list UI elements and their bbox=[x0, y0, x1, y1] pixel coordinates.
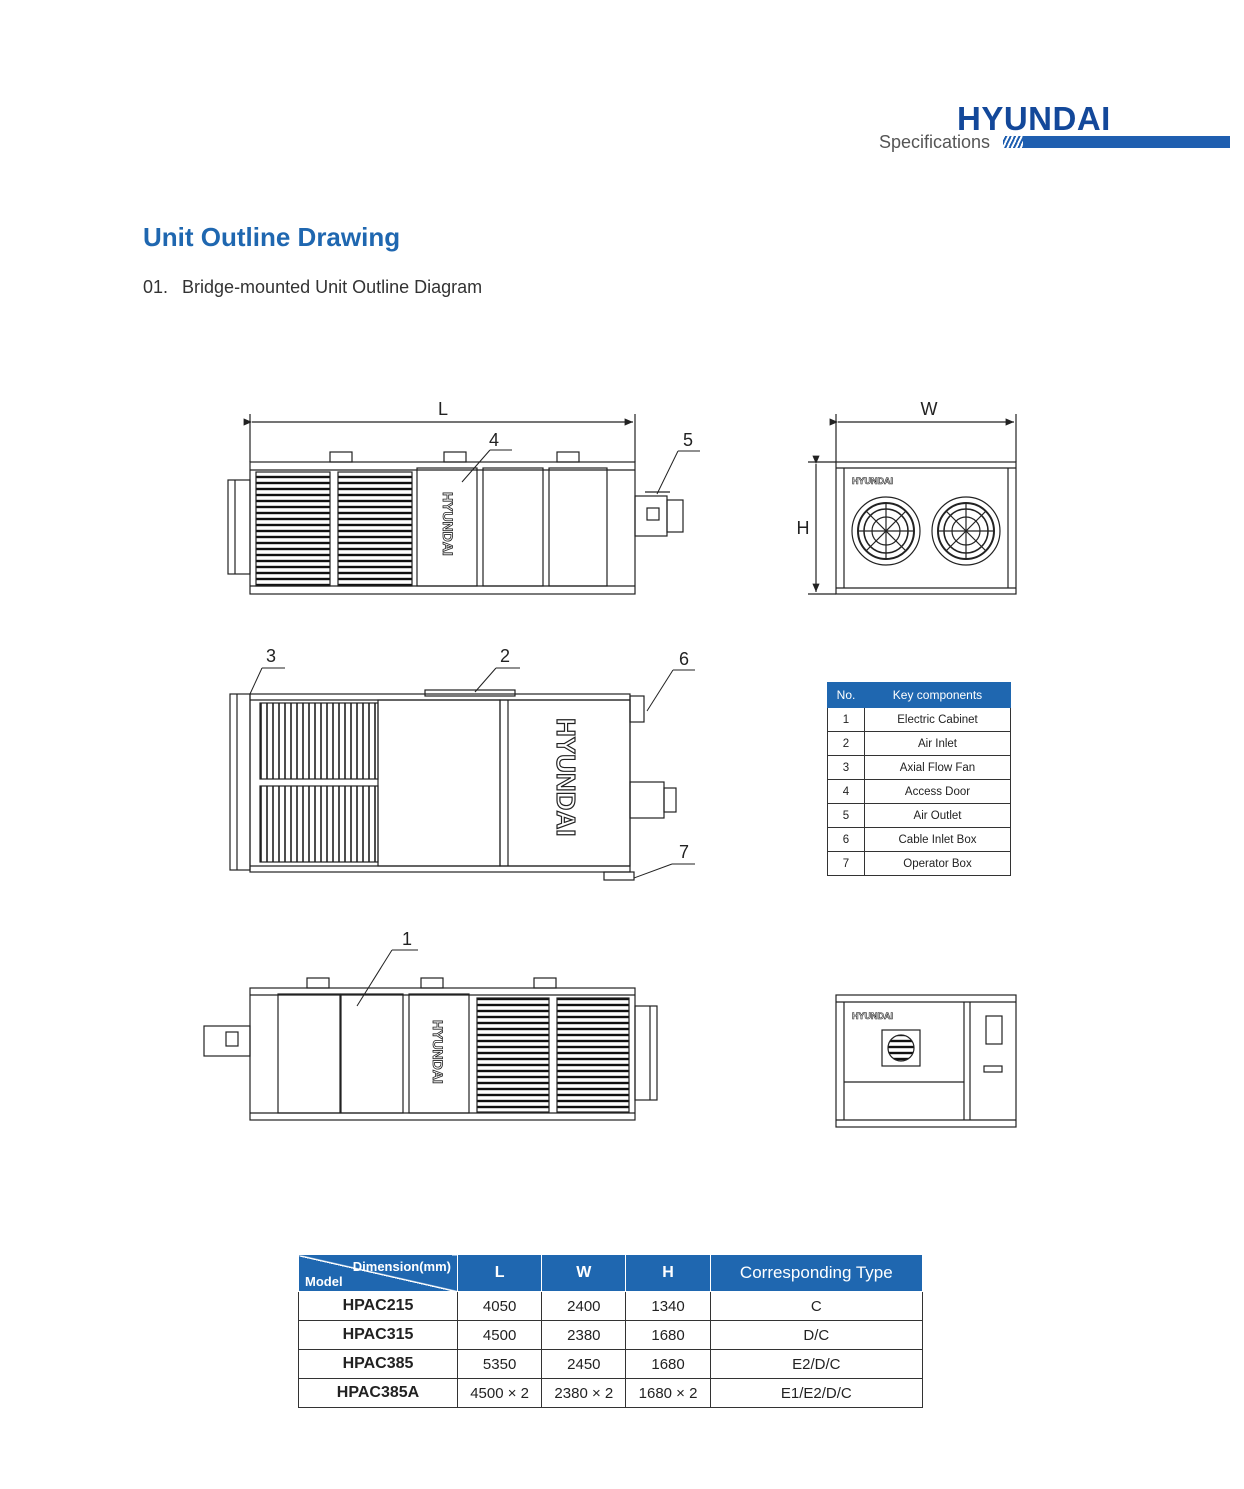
component-name: Air Inlet bbox=[864, 731, 1011, 756]
header-l: L bbox=[456, 1254, 543, 1292]
length-cell: 5350 bbox=[456, 1349, 543, 1379]
callout-7: 7 bbox=[679, 842, 689, 862]
brand-logo: HYUNDAI bbox=[957, 100, 1111, 137]
component-name: Cable Inlet Box bbox=[864, 827, 1011, 852]
type-cell: E2/D/C bbox=[709, 1349, 924, 1379]
components-header-no: No. bbox=[827, 682, 865, 708]
dimension-corner-header: Dimension(mm) Model bbox=[298, 1254, 458, 1292]
header-hatch bbox=[1003, 136, 1023, 148]
component-no: 5 bbox=[827, 803, 865, 828]
top-view: HYUNDAI bbox=[229, 689, 677, 881]
front-view: L HYUNDAI bbox=[227, 399, 684, 595]
height-cell: 1680 bbox=[625, 1320, 711, 1350]
corner-dimension-label: Dimension(mm) bbox=[352, 1259, 451, 1274]
callout-5: 5 bbox=[683, 430, 693, 450]
header-h: H bbox=[625, 1254, 711, 1292]
table-row: HPAC315 4500 2380 1680 D/C bbox=[298, 1320, 924, 1350]
height-label: H bbox=[797, 518, 810, 538]
width-cell: 2380 bbox=[541, 1320, 627, 1350]
height-cell: 1340 bbox=[625, 1291, 711, 1321]
dimension-table: Dimension(mm) Model L W H Corresponding … bbox=[298, 1254, 924, 1408]
width-cell: 2450 bbox=[541, 1349, 627, 1379]
model-cell: HPAC215 bbox=[298, 1291, 458, 1321]
type-cell: E1/E2/D/C bbox=[709, 1378, 924, 1408]
length-cell: 4500 bbox=[456, 1320, 543, 1350]
component-name: Access Door bbox=[864, 779, 1011, 804]
component-no: 7 bbox=[827, 851, 865, 876]
unit-logo-front: HYUNDAI bbox=[440, 492, 456, 556]
page-title: Unit Outline Drawing bbox=[143, 222, 401, 252]
callout-6: 6 bbox=[679, 649, 689, 669]
component-name: Electric Cabinet bbox=[864, 707, 1011, 732]
side-view-rear: HYUNDAI bbox=[835, 994, 1017, 1128]
components-header-row: No. Key components bbox=[827, 682, 1011, 708]
height-cell: 1680 bbox=[625, 1349, 711, 1379]
header-w: W bbox=[541, 1254, 627, 1292]
header-type: Corresponding Type bbox=[709, 1254, 924, 1292]
header-bar bbox=[1003, 136, 1230, 148]
table-row: HPAC385A 4500 × 2 2380 × 2 1680 × 2 E1/E… bbox=[298, 1378, 924, 1408]
model-cell: HPAC315 bbox=[298, 1320, 458, 1350]
unit-logo-back: HYUNDAI bbox=[430, 1020, 446, 1084]
unit-logo-top: HYUNDAI bbox=[551, 718, 581, 836]
component-name: Operator Box bbox=[864, 851, 1011, 876]
component-no: 2 bbox=[827, 731, 865, 756]
model-cell: HPAC385A bbox=[298, 1378, 458, 1408]
unit-logo-side: HYUNDAI bbox=[852, 476, 893, 486]
type-cell: D/C bbox=[709, 1320, 924, 1350]
component-no: 1 bbox=[827, 707, 865, 732]
section-number: 01. bbox=[143, 277, 169, 297]
component-name: Axial Flow Fan bbox=[864, 755, 1011, 780]
unit-logo-rear: HYUNDAI bbox=[852, 1011, 893, 1021]
callout-1: 1 bbox=[402, 929, 412, 949]
table-row: HPAC385 5350 2450 1680 E2/D/C bbox=[298, 1349, 924, 1379]
width-label: W bbox=[921, 399, 938, 419]
width-cell: 2400 bbox=[541, 1291, 627, 1321]
corner-model-label: Model bbox=[305, 1274, 343, 1289]
model-cell: HPAC385 bbox=[298, 1349, 458, 1379]
dimension-header-row: Dimension(mm) Model L W H Corresponding … bbox=[298, 1254, 924, 1292]
section-title: Bridge-mounted Unit Outline Diagram bbox=[182, 277, 483, 297]
type-cell: C bbox=[709, 1291, 924, 1321]
table-row: HPAC215 4050 2400 1340 C bbox=[298, 1291, 924, 1321]
callout-4: 4 bbox=[489, 430, 499, 450]
section-label: Specifications bbox=[879, 132, 991, 152]
callout-2: 2 bbox=[500, 646, 510, 666]
back-view: HYUNDAI bbox=[203, 977, 658, 1121]
component-name: Air Outlet bbox=[864, 803, 1011, 828]
component-no: 3 bbox=[827, 755, 865, 780]
length-cell: 4500 × 2 bbox=[456, 1378, 543, 1408]
length-label: L bbox=[438, 399, 448, 419]
component-no: 6 bbox=[827, 827, 865, 852]
callout-3: 3 bbox=[266, 646, 276, 666]
component-no: 4 bbox=[827, 779, 865, 804]
length-cell: 4050 bbox=[456, 1291, 543, 1321]
side-view-fans: W H HYUNDAI bbox=[797, 399, 1017, 595]
components-header-name: Key components bbox=[864, 682, 1011, 708]
width-cell: 2380 × 2 bbox=[541, 1378, 627, 1408]
section-heading: 01. Bridge-mounted Unit Outline Diagram bbox=[143, 277, 482, 298]
height-cell: 1680 × 2 bbox=[625, 1378, 711, 1408]
